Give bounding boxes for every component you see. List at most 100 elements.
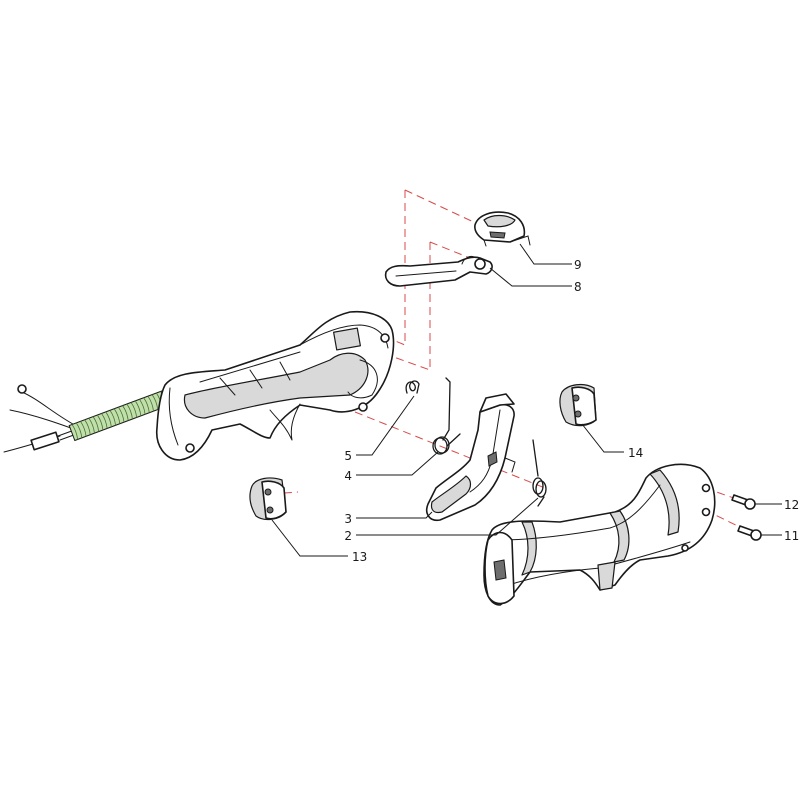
part-3-trigger [425, 393, 516, 522]
part-8-ridge [395, 270, 457, 277]
tube-rib [134, 400, 142, 416]
tube-rib [109, 410, 116, 426]
part-5-spring [405, 380, 420, 394]
left-housing-rear-curve [347, 359, 378, 399]
tube-rib [71, 424, 79, 440]
part-9-tab [483, 235, 531, 247]
right-cover-front-notch [493, 559, 507, 581]
part-13-front [261, 480, 287, 520]
callout-14: 14 [628, 446, 643, 460]
right-cover-screw-hole-1 [701, 483, 711, 493]
part-8-arm [384, 256, 493, 287]
leader-9 [519, 243, 572, 265]
left-housing-rib-2 [219, 361, 291, 396]
tube-rib [101, 413, 108, 429]
part-13-clamp-half [249, 477, 287, 521]
left-housing-rib-1 [199, 351, 301, 383]
part-2-spring [532, 439, 547, 507]
screw-12-head [744, 498, 756, 510]
left-housing-screw-boss-2 [358, 402, 368, 412]
part-3-top-fork [479, 393, 515, 413]
right-cover-screw-hole-2 [701, 507, 711, 517]
part-8-pivot [474, 258, 486, 270]
callout-9: 9 [574, 258, 582, 272]
part-9-slot [489, 231, 506, 239]
tube-rib [105, 411, 112, 427]
left-housing-switch-boss [333, 327, 361, 351]
part-2-coil-2 [535, 480, 547, 498]
part-3-notch [487, 451, 498, 467]
part-4-leg [442, 377, 451, 441]
part-5-coil [405, 380, 420, 394]
part-8-hook [461, 255, 475, 265]
tube-rib [75, 422, 83, 438]
part-3-tip [504, 457, 516, 473]
part-14-front [571, 386, 597, 426]
leader-14 [581, 423, 624, 453]
left-housing-inner [183, 352, 369, 419]
part-14-hole-2 [574, 410, 582, 418]
part-2-coil-1 [532, 477, 544, 495]
right-cover-body [483, 463, 716, 606]
left-housing-screw-boss-3 [185, 443, 195, 453]
tube-rib [88, 417, 95, 434]
screw-11 [737, 525, 762, 541]
tube-rib [151, 394, 159, 410]
leader-5 [356, 395, 415, 456]
left-housing-front-lip [168, 387, 179, 446]
cable-wire-1 [21, 391, 81, 429]
callout-12: 12 [784, 498, 799, 512]
screw-12 [731, 494, 756, 510]
left-handle-housing [155, 310, 395, 461]
callout-8: 8 [574, 280, 582, 294]
cable-ring-terminal [17, 384, 27, 394]
part-4-tail [446, 433, 461, 447]
leader-lines [271, 243, 782, 557]
tube-rib [126, 403, 133, 420]
callout-11: 11 [784, 529, 799, 543]
tube-rib [118, 406, 125, 423]
part-14-clamp-half [559, 383, 597, 427]
callout-4: 4 [344, 469, 352, 483]
part-13-hole-1 [264, 488, 272, 496]
cable-connector [30, 431, 60, 451]
tube-rib [80, 421, 87, 437]
screw-11-head [750, 529, 762, 541]
leader-4 [356, 451, 439, 476]
left-housing-screw-boss-1 [380, 333, 390, 343]
cable-harness [3, 384, 83, 453]
part-9-top [483, 214, 516, 228]
part-3-grip-face [430, 475, 472, 514]
tube-rib [92, 416, 100, 432]
tube-rib [143, 397, 150, 413]
leader-13 [271, 519, 348, 557]
right-cover-ridge [499, 484, 661, 541]
leader-8 [489, 267, 572, 287]
callout-3: 3 [344, 512, 352, 526]
tube-rib [84, 419, 91, 435]
right-handle-cover [483, 463, 716, 606]
part-14-hole-1 [572, 394, 580, 402]
part-4-torsion-spring [432, 377, 461, 455]
leader-3 [356, 511, 433, 519]
right-cover-screw-hole-3 [681, 544, 689, 552]
callout-5: 5 [344, 449, 352, 463]
callout-labels: 9 8 5 4 3 2 14 12 11 13 [344, 258, 799, 564]
tube-rib [113, 408, 121, 424]
right-cover-trigger-guard [597, 561, 616, 591]
part-9-switch-button [474, 211, 531, 247]
tube-rib [139, 399, 146, 415]
tube-rib [130, 402, 138, 418]
part-2-leg [532, 439, 539, 477]
tube-rib [147, 395, 154, 412]
right-cover-band-3 [649, 469, 680, 536]
part-2-tail [537, 496, 545, 507]
tube-rib [122, 405, 129, 421]
left-housing-trigger-slot [269, 403, 301, 441]
callout-13: 13 [352, 550, 367, 564]
callout-2: 2 [344, 529, 352, 543]
axis-springs [354, 411, 546, 489]
leader-2 [356, 497, 539, 536]
